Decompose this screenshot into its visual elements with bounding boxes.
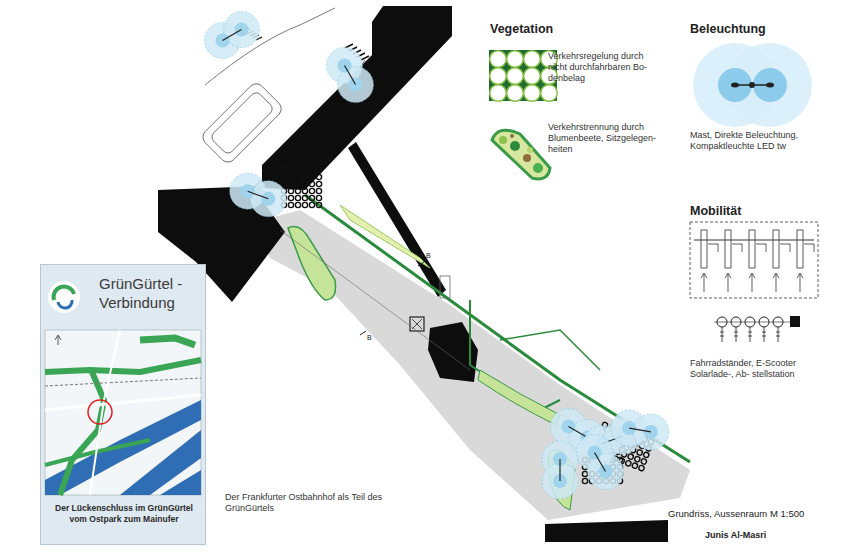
path-surface [255, 210, 690, 520]
green-strip [500, 330, 600, 370]
stair [440, 276, 450, 298]
lamp [230, 173, 287, 217]
paving-grid [281, 167, 321, 207]
card-text: Der Lückenschluss im GrünGürtel vom Ostp… [47, 503, 201, 524]
lamp [577, 434, 624, 489]
kiosk [412, 319, 422, 329]
lamp-sample [693, 43, 812, 127]
lamp [542, 441, 578, 499]
flower-bed [288, 227, 336, 301]
lamp [327, 47, 374, 102]
paving-sample [489, 50, 557, 101]
section-heading: Mobilität [690, 204, 810, 219]
section-marker [360, 262, 424, 335]
section-marker: B [426, 252, 438, 260]
bike-stand-sample [690, 222, 818, 342]
caption: Der Frankfurter Ostbahnhof als Teil des … [225, 492, 400, 514]
lamp [611, 410, 669, 450]
building [545, 520, 668, 542]
kiosk [410, 317, 424, 331]
legend-text: Fahrradständer, E-Scooter Solarlade-, Ab… [690, 358, 804, 380]
section-line [280, 230, 470, 370]
flower-bed [478, 370, 560, 425]
author-name: Junis Al-Masri [705, 530, 845, 541]
card-title: GrünGürtel - Verbindung [99, 275, 203, 313]
lamp [204, 12, 259, 59]
flower-bed-sample [492, 130, 550, 179]
section-heading: Vegetation [490, 22, 610, 37]
section-heading: Beleuchtung [690, 22, 810, 37]
platform-outline [200, 81, 285, 166]
legend-text: Verkehrsregelung durch nicht durchfahrba… [548, 51, 660, 83]
section-marker: B [367, 334, 379, 342]
street-line [205, 8, 335, 85]
green-strip [305, 195, 690, 462]
legend-text: Mast, Direkte Beleuchtung, Kompaktleucht… [690, 130, 818, 152]
flower-bed [340, 205, 430, 268]
legend-text: Verkehrstrennung durch Blumenbeete, Sitz… [548, 122, 660, 154]
info-card: GrünGürtel - VerbindungDer Lückenschluss… [40, 264, 206, 545]
inset-map [40, 264, 206, 545]
plan-title: Grundriss, Aussenraum M 1:500 [668, 508, 846, 519]
